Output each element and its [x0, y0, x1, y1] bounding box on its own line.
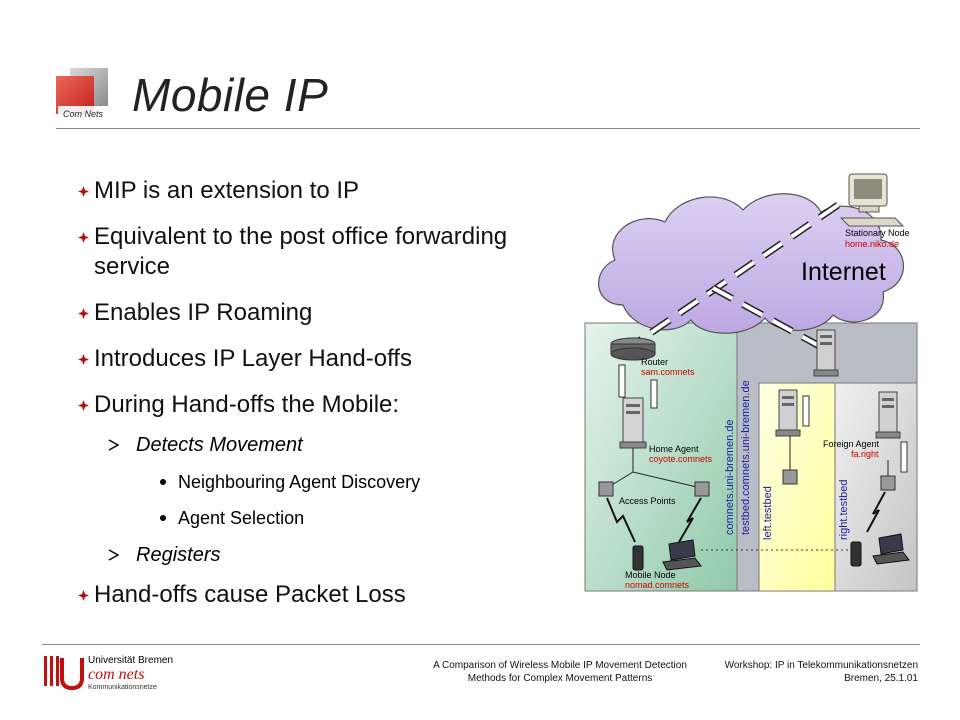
bullet-item: MIP is an extension to IP [78, 176, 548, 206]
bullet-item: Introduces IP Layer Hand-offs [78, 344, 548, 374]
sub-bullet-item: Registers [78, 542, 548, 568]
antenna-icon [900, 441, 908, 473]
access-point-icon [694, 481, 710, 497]
dot-bullet-item: Neighbouring Agent Discovery [78, 470, 548, 494]
arrow-bullet-icon [108, 549, 119, 561]
footer-divider [42, 644, 920, 645]
access-point-icon [880, 475, 896, 491]
wireless-link-icon [678, 497, 702, 543]
footer-right: Workshop: IP in Telekommunikationsnetzen… [725, 660, 918, 684]
lan-link [632, 471, 702, 489]
university-name: Universität Bremen [88, 655, 173, 666]
access-point-icon [598, 481, 614, 497]
diamond-bullet-icon [78, 308, 89, 319]
wireless-link-icon [606, 497, 636, 543]
home-agent-label: Home Agent [649, 444, 699, 454]
logo-name: com nets [88, 666, 144, 683]
footer-title-line1: A Comparison of Wireless Mobile IP Movem… [433, 660, 687, 671]
bullet-text: MIP is an extension to IP [94, 177, 360, 204]
wireless-link-icon [866, 491, 886, 533]
slide-title: Mobile IP [132, 69, 329, 121]
home-agent-host: coyote.comnets [649, 454, 713, 464]
left-testbed-server-icon [775, 389, 801, 437]
testbed-router-icon [813, 329, 839, 377]
tunnel-link [712, 286, 824, 350]
router-host: sam.comnets [641, 367, 695, 377]
tunnel-link [631, 203, 840, 347]
net-label-left: left.testbed [762, 486, 774, 540]
bullet-text: Equivalent to the post office forwarding… [94, 223, 508, 280]
arrow-bullet-icon [108, 439, 119, 451]
bullet-list: MIP is an extension to IP Equivalent to … [78, 176, 548, 626]
title-divider [56, 128, 920, 129]
antenna-icon [802, 395, 810, 427]
sub-bullet-item: Detects Movement [78, 432, 548, 458]
foreign-agent-label: Foreign Agent [823, 439, 880, 449]
footer-workshop: Workshop: IP in Telekommunikationsnetzen [724, 660, 918, 671]
comnets-logo: Com Nets [56, 68, 108, 120]
svg-text:Com Nets: Com Nets [63, 109, 104, 119]
internet-label: Internet [801, 258, 886, 286]
router-label: Router [641, 357, 668, 367]
access-points-label: Access Points [619, 496, 676, 506]
bullet-item: Hand-offs cause Packet Loss [78, 580, 548, 610]
footer-title-line2: Methods for Complex Movement Patterns [467, 673, 653, 684]
diamond-bullet-icon [78, 232, 89, 243]
diamond-bullet-icon [78, 186, 89, 197]
bullet-text: Hand-offs cause Packet Loss [94, 581, 406, 608]
dot-bullet-item: Agent Selection [78, 506, 548, 530]
foreign-agent-icon [875, 391, 901, 439]
footer-date: Bremen, 25.1.01 [844, 673, 918, 684]
logo-subtitle: Kommunikationsnetze [88, 684, 157, 691]
bullet-item: During Hand-offs the Mobile: [78, 390, 548, 420]
antenna-icon [618, 364, 626, 398]
diamond-bullet-icon [78, 590, 89, 601]
access-point-icon [782, 469, 798, 485]
bullet-text: Introduces IP Layer Hand-offs [94, 345, 412, 372]
foreign-agent-host: fa.right [851, 449, 879, 459]
stationary-node-icon [839, 173, 905, 227]
diamond-bullet-icon [78, 400, 89, 411]
bullet-item: Equivalent to the post office forwarding… [78, 222, 548, 282]
mobile-phone-icon [632, 545, 644, 571]
bullet-item: Enables IP Roaming [78, 298, 548, 328]
net-label-right: right.testbed [838, 479, 850, 540]
net-label-testbed: testbed.comnets.uni-bremen.de [740, 380, 752, 535]
dot-bullet-icon [160, 479, 166, 485]
university-logo: Universität Bremen com nets Kommunikatio… [44, 655, 173, 691]
router-icon [610, 337, 656, 361]
sub-bullet-text: Detects Movement [136, 434, 303, 456]
dot-bullet-text: Neighbouring Agent Discovery [178, 472, 421, 492]
bullet-text: Enables IP Roaming [94, 299, 313, 326]
dot-bullet-icon [160, 515, 166, 521]
bullet-text: During Hand-offs the Mobile: [94, 391, 400, 418]
antenna-icon [650, 379, 658, 409]
dot-bullet-text: Agent Selection [178, 508, 305, 528]
stationary-node-label: Stationary Node [845, 228, 910, 238]
sub-bullet-text: Registers [136, 544, 221, 566]
home-agent-icon [619, 397, 647, 449]
stationary-node-host: home.niko.de [845, 239, 899, 249]
net-label-comnets: comnets.uni-bremen.de [724, 419, 736, 535]
diamond-bullet-icon [78, 354, 89, 365]
mobile-node-label: Mobile Node [625, 570, 676, 580]
mobile-phone-icon [850, 541, 862, 567]
laptop-icon [872, 533, 910, 565]
laptop-icon [662, 539, 702, 571]
network-diagram: Internet Stationary Node home.niko.de co… [584, 173, 918, 592]
mobile-node-host: nomad.comnets [625, 580, 690, 590]
